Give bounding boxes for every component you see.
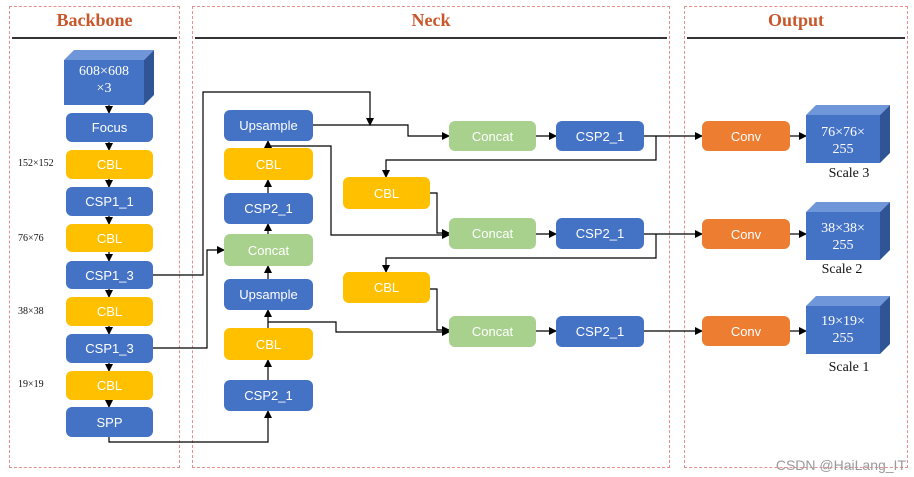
- output-title: Output: [767, 10, 825, 30]
- output-cube-2-label: 38×38× 255: [821, 221, 865, 253]
- backbone-title: Backbone: [56, 10, 133, 30]
- csp1-3-block-a: CSP1_3: [66, 261, 153, 289]
- cbl-block-4: CBL: [66, 371, 153, 400]
- csp1-3-block-b: CSP1_3: [66, 334, 153, 363]
- upsample-block-mid: Upsample: [224, 279, 313, 310]
- cbl-block-r2: CBL: [343, 272, 430, 303]
- focus-block: Focus: [66, 113, 153, 142]
- scale-label-3: Scale 3: [828, 166, 870, 181]
- output-cube-1: [806, 105, 890, 163]
- input-cube: [64, 50, 154, 105]
- neck-csp2-block-a: CSP2_1: [224, 193, 313, 224]
- neck-cbl-block-b: CBL: [224, 328, 313, 360]
- cbl-block-3: CBL: [66, 297, 153, 326]
- neck-csp2-block-b: CSP2_1: [224, 380, 313, 411]
- upsample-block-top: Upsample: [224, 110, 313, 141]
- csp2-block-r3: CSP2_1: [556, 316, 644, 347]
- conv-block-1: Conv: [702, 121, 790, 151]
- size-label-38: 38×38: [18, 306, 44, 317]
- cbl-block-r1: CBL: [343, 177, 430, 209]
- csp1-1-block: CSP1_1: [66, 187, 153, 216]
- cbl-block-2: CBL: [66, 224, 153, 252]
- size-label-19: 19×19: [18, 379, 44, 390]
- output-cube-1-label: 76×76× 255: [821, 125, 865, 157]
- output-title-rule: [687, 37, 905, 39]
- output-section: [684, 6, 908, 468]
- output-cube-2: [806, 202, 890, 260]
- backbone-title-rule: [12, 37, 177, 39]
- scale-label-1: Scale 1: [828, 360, 870, 375]
- conv-block-3: Conv: [702, 316, 790, 346]
- csp2-block-r2: CSP2_1: [556, 218, 644, 249]
- cbl-block-1: CBL: [66, 150, 153, 179]
- concat-block-1: Concat: [449, 121, 536, 151]
- conv-block-2: Conv: [702, 219, 790, 249]
- neck-title-rule: [195, 37, 667, 39]
- neck-cbl-block-a: CBL: [224, 148, 313, 180]
- size-label-76: 76×76: [18, 233, 44, 244]
- csp2-block-r1: CSP2_1: [556, 121, 644, 151]
- output-cube-3-label: 19×19× 255: [821, 314, 865, 346]
- concat-block-3: Concat: [449, 316, 536, 347]
- spp-block: SPP: [66, 407, 153, 437]
- neck-title: Neck: [411, 10, 451, 30]
- concat-block-2: Concat: [449, 218, 536, 249]
- csdn-watermark: CSDN @HaiLang_IT: [775, 457, 906, 473]
- neck-concat-block-a: Concat: [224, 234, 313, 266]
- scale-label-2: Scale 2: [821, 262, 863, 277]
- size-label-152: 152×152: [18, 158, 54, 169]
- output-cube-3: [806, 296, 890, 354]
- input-cube-label: 608×608 ×3: [79, 64, 129, 96]
- backbone-section: [9, 6, 180, 468]
- neck-section: [192, 6, 670, 468]
